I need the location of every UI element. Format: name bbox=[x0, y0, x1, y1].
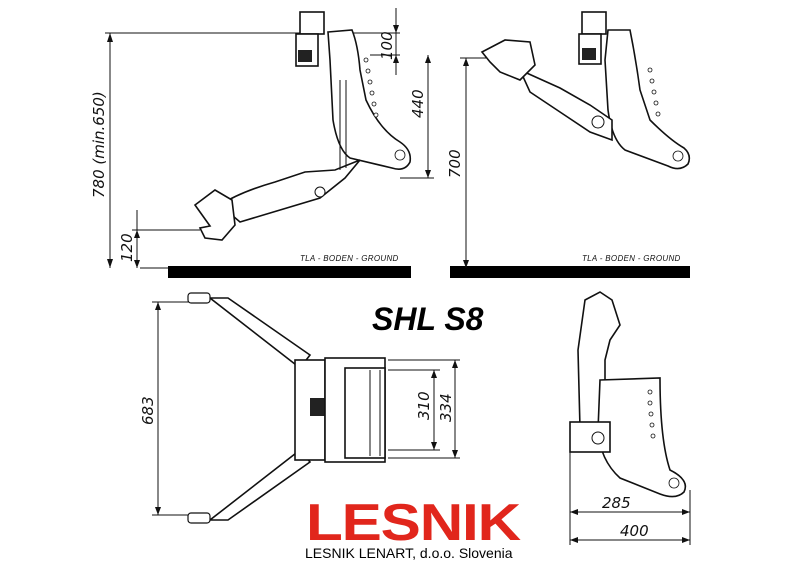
lower-arm-left bbox=[218, 159, 361, 223]
dim-width-total: 683 bbox=[139, 396, 157, 425]
ground-bar-left bbox=[168, 266, 411, 278]
ground-label-left: TLA - BODEN - GROUND bbox=[300, 254, 399, 263]
ground-bar-right bbox=[450, 266, 690, 278]
dim-depth-a: 285 bbox=[602, 494, 631, 512]
model-title: SHL S8 bbox=[372, 301, 484, 337]
frame-plate-left bbox=[327, 29, 412, 170]
dim-depth-b: 400 bbox=[620, 522, 649, 540]
top-arm-upper bbox=[207, 297, 312, 370]
front-hook-right bbox=[480, 39, 536, 81]
dim-inner-b: 334 bbox=[437, 393, 455, 422]
ground-label-right: TLA - BODEN - GROUND bbox=[582, 254, 681, 263]
top-arm-lower bbox=[207, 448, 312, 521]
dim-bottom-height: 120 bbox=[118, 233, 136, 262]
rear-plate bbox=[597, 377, 687, 498]
dim-top-offset: 100 bbox=[378, 31, 396, 60]
side-view-right: TLA - BODEN - GROUND 700 bbox=[446, 11, 691, 278]
rear-view: 285 400 bbox=[569, 291, 691, 545]
dim-total-height: 780 (min.650) bbox=[90, 91, 108, 198]
brand-logo: LESNIK bbox=[306, 494, 522, 552]
side-view-left: TLA - BODEN - GROUND 780 (min.650) 120 1… bbox=[90, 8, 434, 278]
front-hook-left bbox=[193, 189, 236, 241]
dim-height-right: 700 bbox=[446, 149, 464, 178]
dim-inner-a: 310 bbox=[415, 391, 433, 420]
rear-upper-arm bbox=[577, 291, 621, 431]
upper-arm-right bbox=[518, 68, 613, 142]
top-view: 683 310 334 bbox=[139, 292, 460, 524]
company-line: LESNIK LENART, d.o.o. Slovenia bbox=[305, 545, 513, 561]
top-hitch-left bbox=[299, 11, 325, 35]
frame-plate-right bbox=[604, 29, 691, 170]
dim-mid-height: 440 bbox=[409, 89, 427, 118]
